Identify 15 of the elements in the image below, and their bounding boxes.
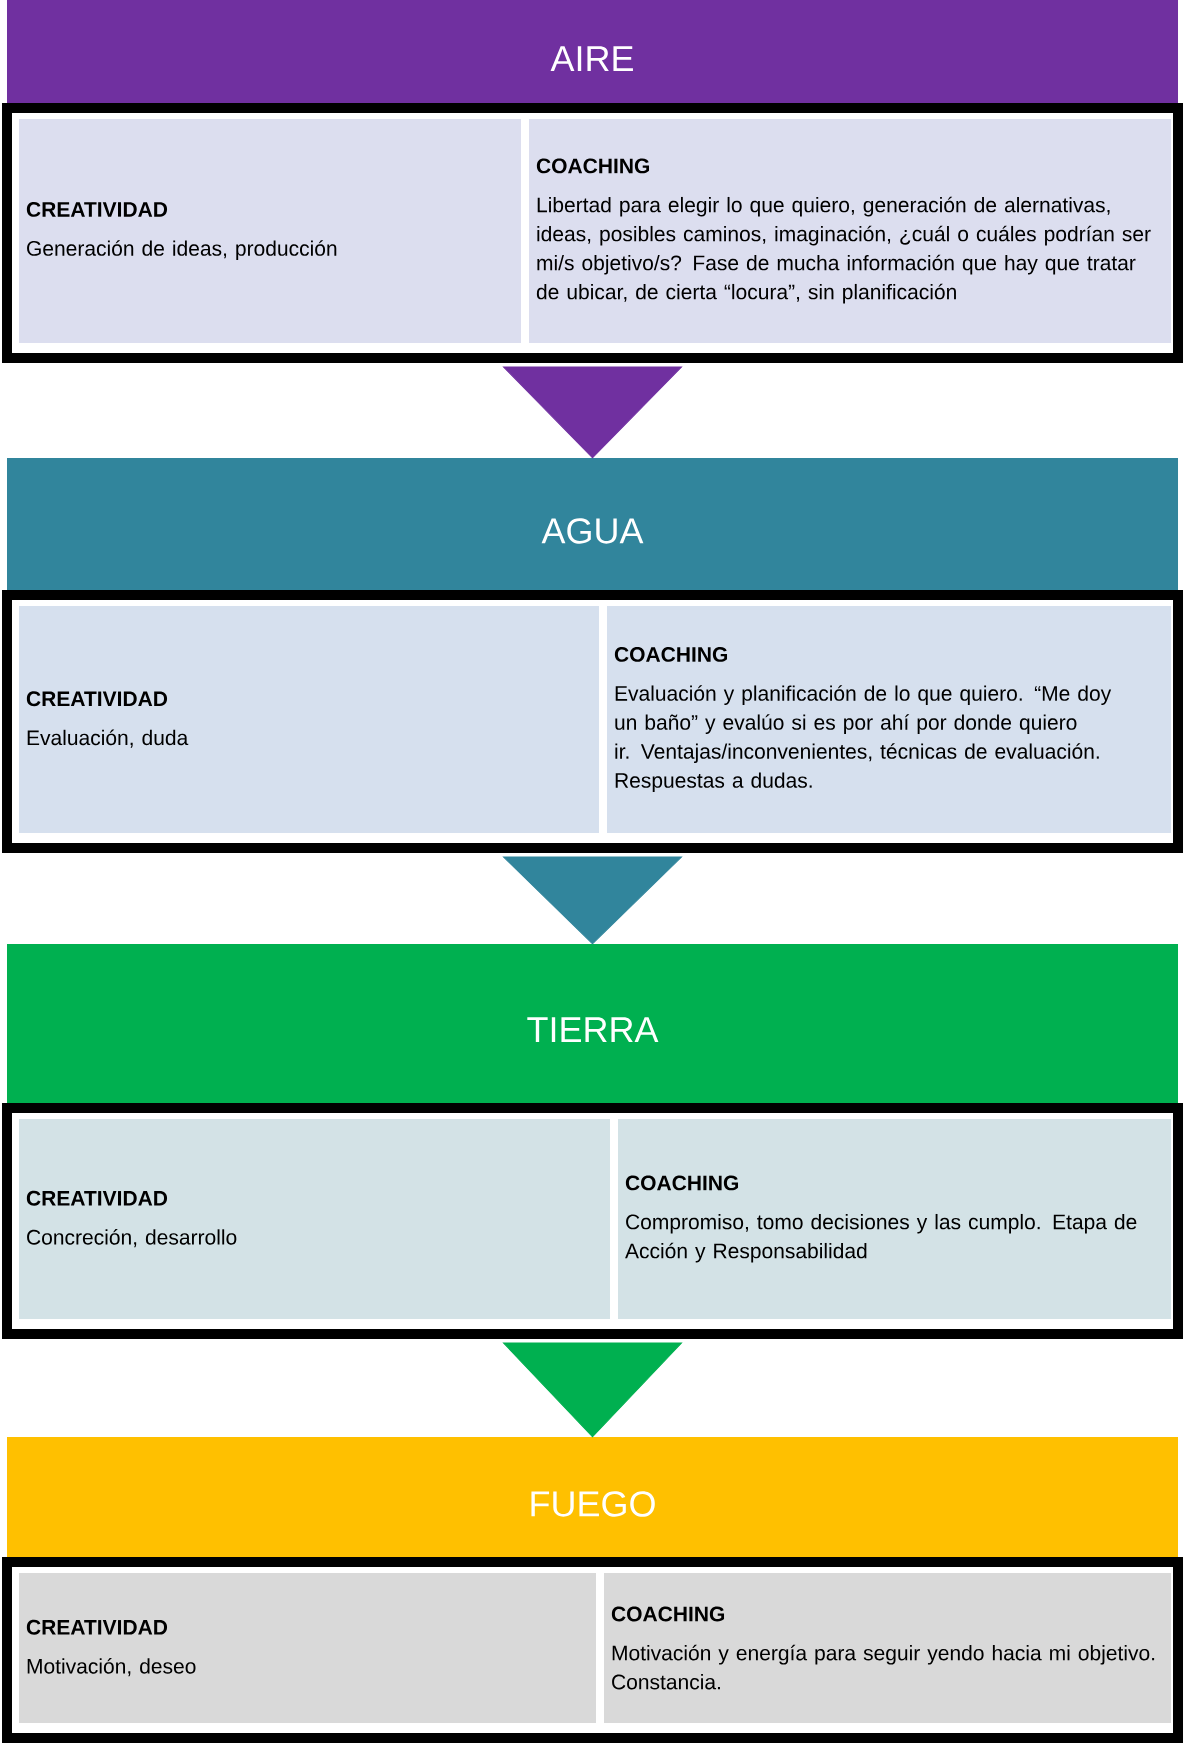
section-header: FUEGO	[7, 1437, 1178, 1568]
text-cell: CREATIVIDAD Motivación, deseo	[19, 1573, 596, 1723]
text-cell: CREATIVIDAD Concreción, desarrollo	[19, 1119, 610, 1319]
section-header: AGUA	[7, 458, 1178, 601]
text-cell: COACHING Compromiso, tomo decisiones y las cumplo. Etapa de Acción y Responsabilidad	[618, 1119, 1171, 1319]
chevron-arrow	[503, 856, 682, 945]
chevron-arrow	[503, 1342, 682, 1438]
text-cell: COACHING Motivación y energía para seguir yendo hacia mi objetivo. Constancia.	[604, 1573, 1171, 1723]
text-cell: COACHING Evaluación y planificación de lo que quiero. “Me doy un baño” y evalúo si es por ahí por donde quiero ir. Ventajas/inconvenientes, técnicas de evaluación. Respuestas a dudas.	[607, 606, 1171, 833]
text-cell: CREATIVIDAD Generación de ideas, producción	[19, 119, 521, 343]
text-cell: CREATIVIDAD Evaluación, duda	[19, 606, 599, 833]
section-header: AIRE	[7, 0, 1178, 114]
section-header: TIERRA	[7, 944, 1178, 1112]
chevron-arrow	[503, 366, 682, 459]
text-cell: COACHING Libertad para elegir lo que quiero, generación de alernativas, ideas, posibles caminos, imaginación, ¿cuál o cuáles podrían ser mi/s objetivo/s? Fase de mucha información que hay que tratar de ubicar, de cierta “locura”, sin planificación	[529, 119, 1171, 343]
